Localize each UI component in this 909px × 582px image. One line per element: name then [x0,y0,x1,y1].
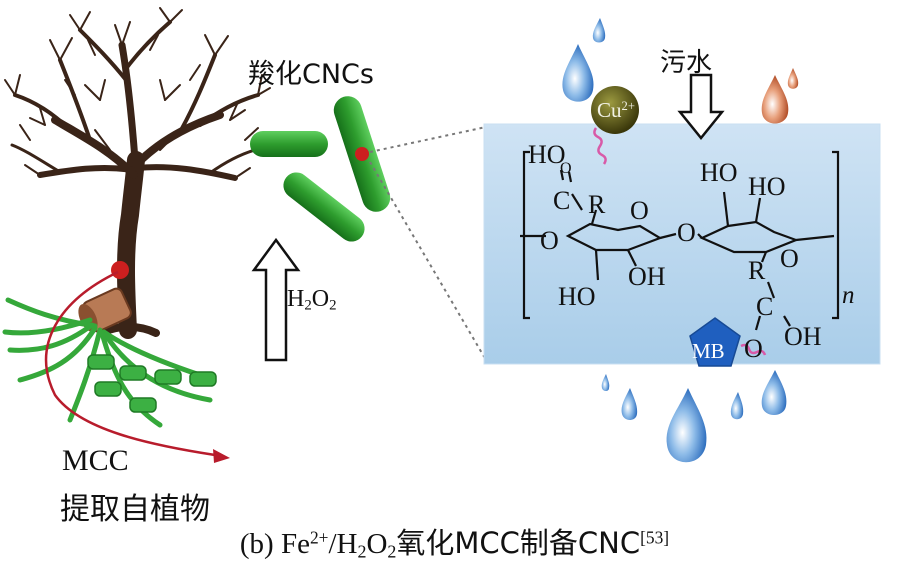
water-drops [562,18,799,463]
atom-o-chain-left: O [540,226,559,255]
label-mcc: MCC [62,444,129,477]
h2o2-o: O [311,286,330,312]
caption-part4: 氧化MCC制备CNC [396,526,641,560]
cu-linker [593,127,607,165]
figure-caption: (b) Fe2+/H2O2氧化MCC制备CNC[53] [0,520,909,562]
cellulose-structure [520,150,840,331]
atom-ho-top-right-2: HO [748,172,786,201]
zoom-lines [369,126,487,361]
h2o2-sub-b: 2 [329,297,337,314]
tree-illustration [4,7,271,339]
mb-linker [740,343,767,356]
label-cu: Cu2+ [597,98,635,123]
label-mb: MB [692,339,725,363]
fibril-segments [87,354,217,413]
cu-symbol: Cu [597,98,622,122]
atom-ho-top-left: HO [528,140,566,169]
caption-sub1: 2 [357,541,367,562]
atom-oh-right: OH [784,322,822,351]
cellulose-fibrils [2,297,213,428]
atom-c-left: C [553,186,571,215]
caption-part1: (b) Fe [239,528,310,560]
tree-red-node [111,261,129,279]
atom-c-right: C [756,292,774,321]
h2o2-h: H [287,286,305,312]
sewage-arrow [677,73,725,140]
mb-molecule [689,317,741,367]
atom-r-left: R [588,190,606,219]
h2o2-arrow [251,237,301,362]
atom-o-carbonyl-left: O [560,160,572,177]
cu-charge: 2+ [621,99,635,114]
atom-ho-top-right-1: HO [700,158,738,187]
label-sewage: 污水 [660,48,713,78]
atom-oh-mid: OH [628,262,666,291]
atom-o-bridge: O [677,218,696,247]
cnc-rods [250,96,391,242]
atom-o-ring-left: O [630,196,649,225]
caption-sub2: 2 [387,541,397,562]
label-repeat-n: n [842,282,855,309]
h2o2-sub-a: 2 [304,297,312,314]
cu-ion [591,86,639,134]
atom-r-right: R [748,256,766,285]
caption-part3: O [366,528,388,560]
molecule-panel [483,123,881,365]
label-h2o2: H2O2 [287,286,337,315]
atom-o-ring-right: O [780,244,799,273]
label-carboxylated-cncs: 羧化CNCs [248,59,374,90]
caption-ref: [53] [640,527,670,548]
caption-sup1: 2+ [309,527,329,548]
caption-part2: /H [328,528,358,560]
label-plant-source: 提取自植物 [60,492,210,527]
extraction-arrow [44,270,230,463]
atom-o-carbonyl-right: O [744,334,763,363]
atom-ho-bottom: HO [558,282,596,311]
